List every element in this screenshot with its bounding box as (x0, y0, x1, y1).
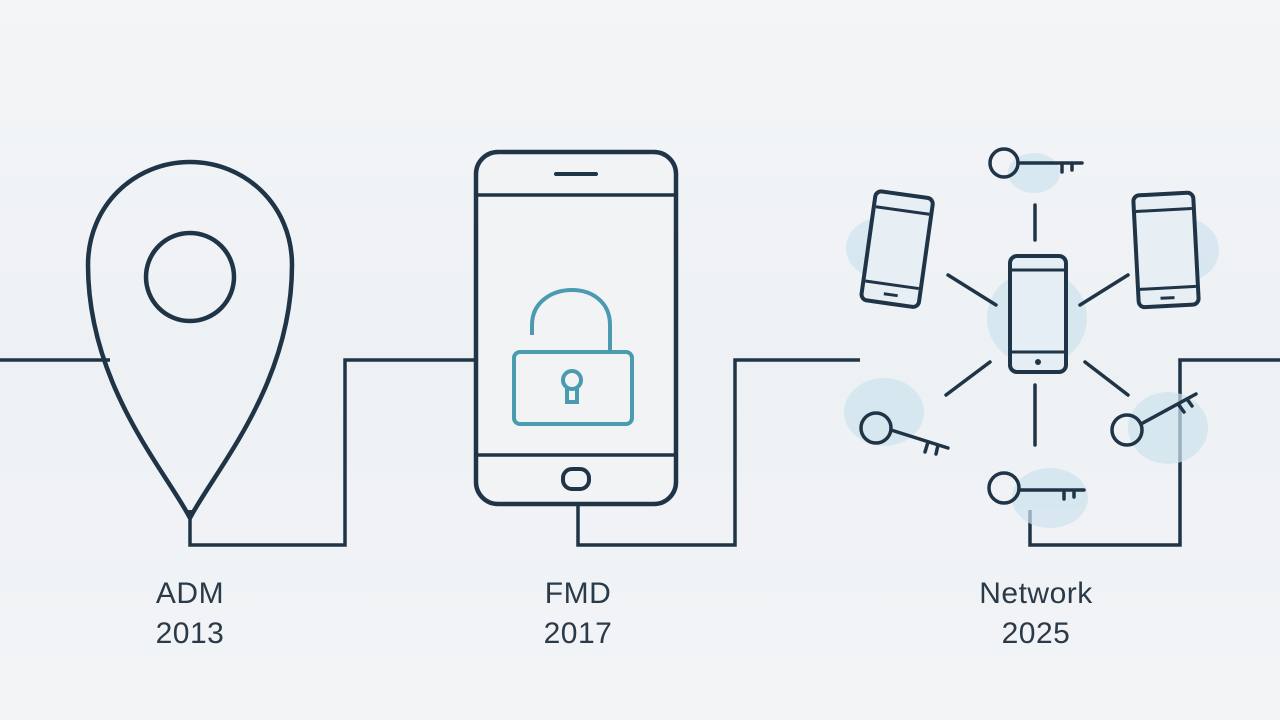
location-pin-icon (85, 159, 295, 521)
milestone-label-network: Network 2025 (906, 574, 1166, 654)
milestone-name: Network (979, 577, 1093, 610)
key-icon-right (1110, 392, 1198, 447)
device-key-network-icon (844, 147, 1219, 528)
phone-body (473, 149, 679, 507)
device-right (1131, 190, 1201, 310)
milestone-label-fmd: FMD 2017 (448, 574, 708, 654)
milestone-name: FMD (544, 577, 612, 610)
smartphone-unlock-icon (473, 149, 679, 507)
key-icon-top (988, 147, 1084, 179)
milestone-name: ADM (155, 577, 225, 610)
central-device (1008, 254, 1068, 374)
milestone-year: 2017 (543, 617, 613, 650)
key-icon-bottom (987, 471, 1086, 505)
milestone-label-adm: ADM 2013 (60, 574, 320, 654)
milestone-year: 2013 (155, 617, 225, 650)
timeline-connector (0, 358, 1280, 547)
unlocked-padlock-icon (512, 287, 634, 426)
key-icon-left (859, 411, 950, 456)
milestone-year: 2025 (1001, 617, 1071, 650)
device-left (859, 189, 935, 309)
